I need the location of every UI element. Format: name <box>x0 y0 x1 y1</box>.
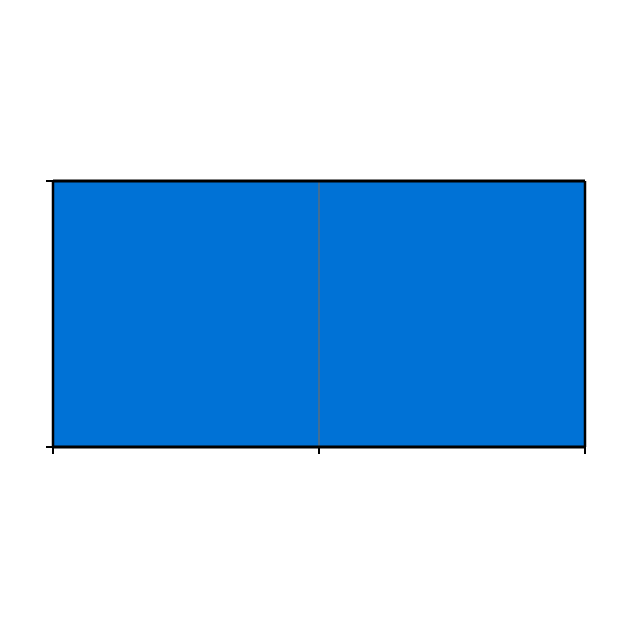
plot-area <box>53 179 587 447</box>
axes <box>46 180 586 454</box>
area-segment-1 <box>319 181 585 447</box>
area-segment-0 <box>53 181 319 447</box>
